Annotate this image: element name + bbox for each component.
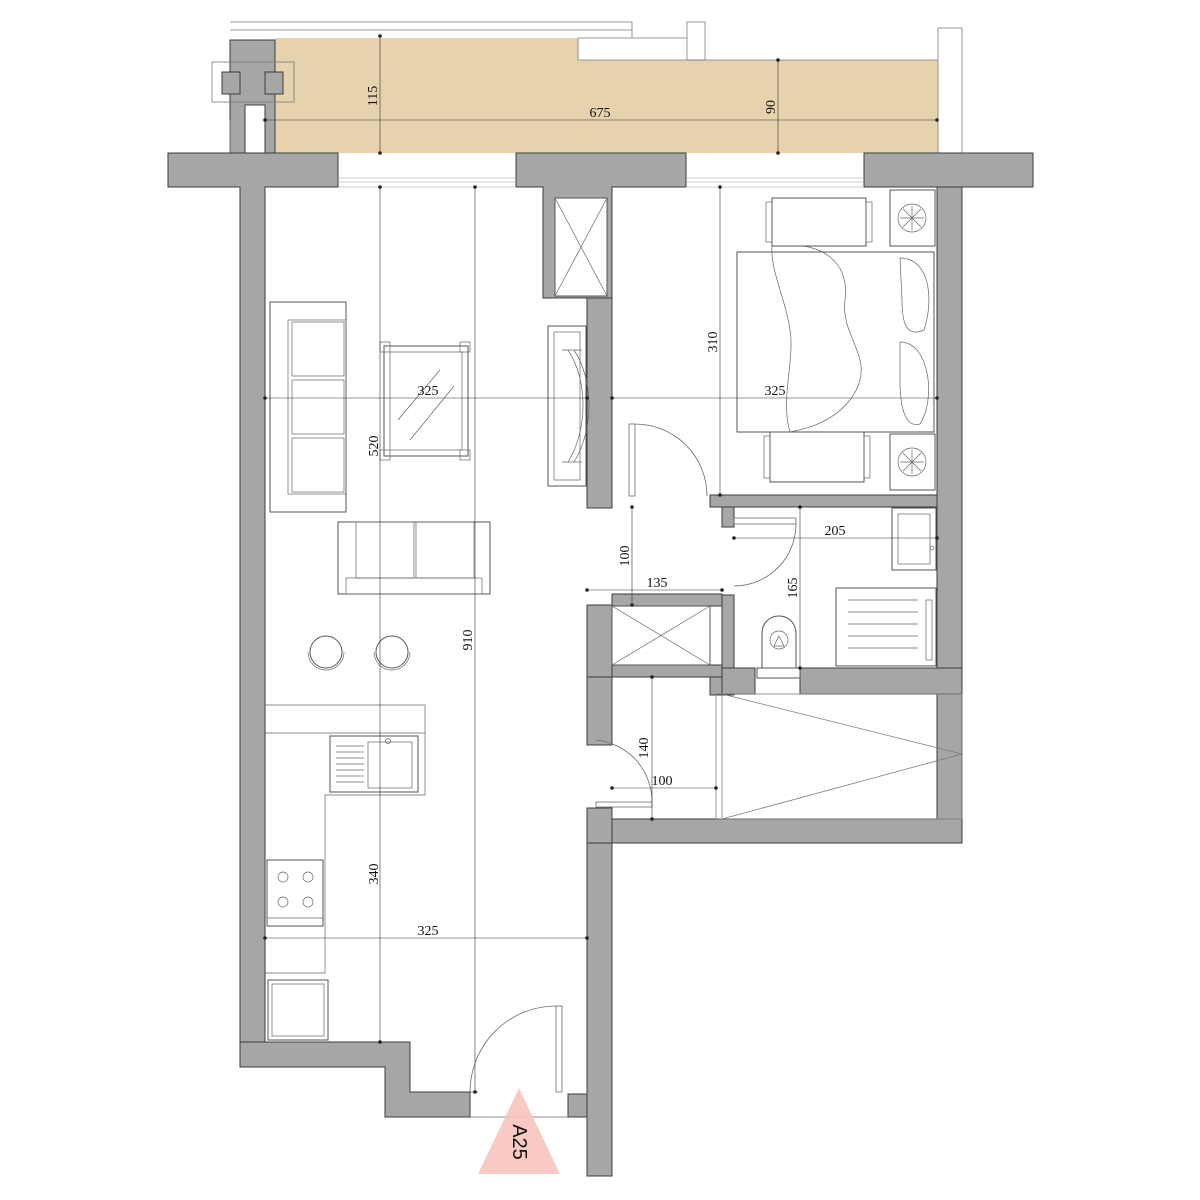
- balcony-notch: [578, 38, 938, 60]
- sink: [329, 735, 419, 793]
- entrance-arrow-icon: [478, 1088, 560, 1174]
- dim-hall-depth: 100: [618, 546, 633, 567]
- loveseat: [337, 521, 491, 595]
- doors: [469, 423, 797, 1118]
- nightstand-top: [889, 189, 936, 247]
- dimension-labels: 115 675 90 325 520 910 340 325 325 310 1…: [366, 86, 846, 939]
- sofa: [269, 301, 347, 513]
- bed: [736, 244, 935, 433]
- dim-hall-width: 135: [647, 576, 668, 591]
- dim-balcony-step: 90: [764, 100, 779, 114]
- dim-kitchen-width: 325: [418, 924, 439, 939]
- entrance-marker: A25: [478, 1088, 560, 1174]
- bathtub: [835, 587, 937, 667]
- dim-balcony-depth: 115: [366, 86, 381, 106]
- entrance-label: A25: [508, 1124, 530, 1160]
- dim-balcony-width: 675: [590, 106, 611, 121]
- balcony: [211, 21, 963, 154]
- dim-bedroom-depth: 310: [706, 332, 721, 353]
- walls: [167, 152, 1034, 1177]
- hall-closet: [611, 605, 711, 666]
- storage-room: [715, 693, 963, 820]
- fridge: [267, 979, 329, 1041]
- tv-unit: [547, 325, 590, 487]
- rug-top: [765, 197, 873, 247]
- dimension-lines: [263, 34, 939, 1094]
- coffee-table: [379, 341, 471, 461]
- nightstand-bottom: [889, 433, 936, 491]
- bar-stools: [307, 635, 411, 671]
- rug-bottom: [763, 431, 871, 483]
- bedroom: [736, 189, 936, 491]
- dim-living-width: 325: [418, 384, 439, 399]
- dim-bedroom-width: 325: [765, 384, 786, 399]
- corridor-wardrobe: [554, 197, 608, 297]
- windows: [338, 177, 864, 188]
- kitchen: [265, 704, 426, 1041]
- dim-closet-depth: 140: [637, 738, 652, 759]
- toilet: [756, 615, 801, 679]
- dim-living-depth: 520: [367, 436, 382, 457]
- living-furniture: [269, 197, 608, 671]
- dim-total-length: 910: [461, 630, 476, 651]
- washbasin: [891, 507, 937, 571]
- stove: [266, 859, 324, 927]
- dim-closet-width: 100: [652, 774, 673, 789]
- dim-bath-width: 205: [825, 524, 846, 539]
- bathroom: [756, 507, 937, 679]
- dim-bath-depth: 165: [786, 578, 801, 599]
- dim-kitchen-depth: 340: [367, 864, 382, 885]
